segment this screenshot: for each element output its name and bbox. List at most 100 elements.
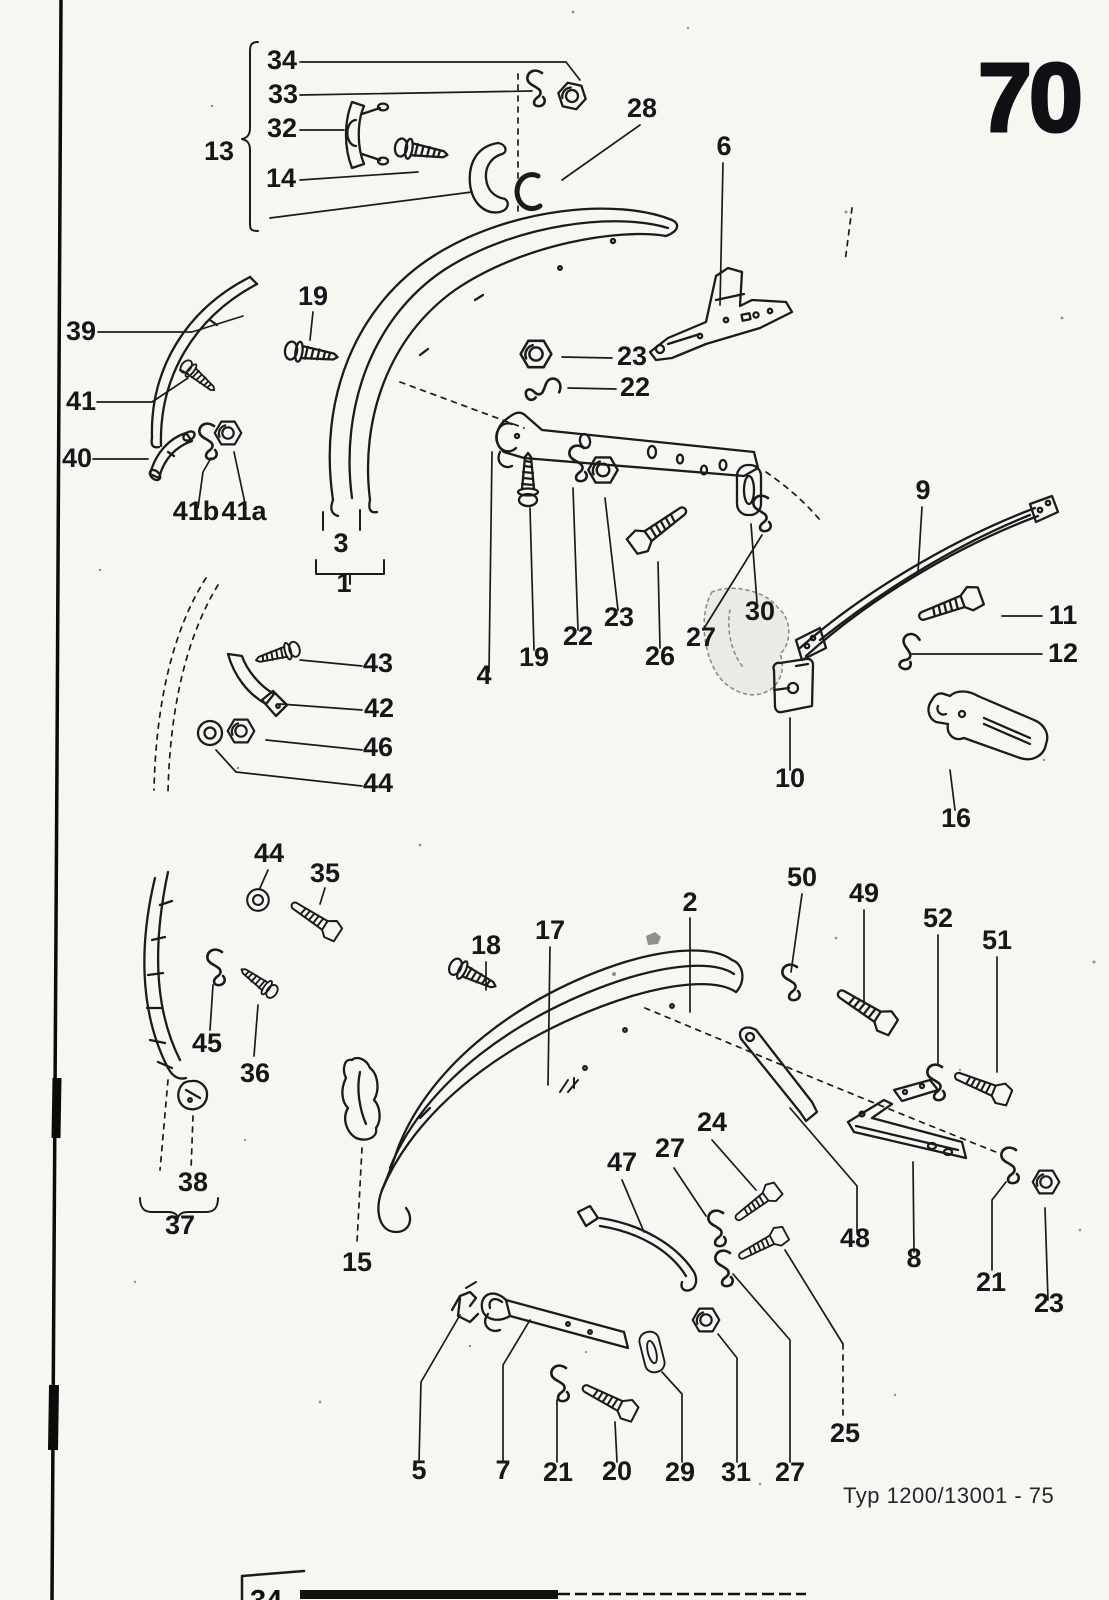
callout-50-43: 50 bbox=[787, 862, 817, 892]
callout-19-18: 19 bbox=[519, 642, 549, 672]
bracket-42 bbox=[226, 652, 289, 718]
next-section-bar bbox=[300, 1590, 806, 1599]
callout-51-46: 51 bbox=[982, 925, 1012, 955]
bracket-7 bbox=[480, 1292, 630, 1350]
hex-nut-34 bbox=[554, 80, 590, 112]
callout-26-21: 26 bbox=[645, 641, 675, 671]
callout-15-39: 15 bbox=[342, 1247, 372, 1277]
callout-14-4: 14 bbox=[266, 163, 296, 193]
callout-10-27: 10 bbox=[775, 763, 805, 793]
s-hook-12 bbox=[891, 630, 925, 673]
clip-28 bbox=[514, 172, 543, 212]
overrider-bow-9 bbox=[794, 494, 1060, 662]
hex-nut-46 bbox=[226, 718, 256, 744]
hex-nut-41a bbox=[213, 420, 243, 446]
end-cap-38 bbox=[177, 1079, 209, 1111]
bumper-blade-top bbox=[328, 207, 679, 518]
callout-13-0: 13 bbox=[204, 136, 234, 166]
brace-group-13 bbox=[241, 41, 259, 232]
hex-nut-23-right bbox=[1031, 1169, 1061, 1195]
footer-model: Typ 1200/1300 bbox=[843, 1483, 995, 1508]
bolt-19-top bbox=[282, 338, 341, 369]
s-hook-45 bbox=[206, 948, 226, 987]
callout-29-58: 29 bbox=[665, 1457, 695, 1487]
rod-47 bbox=[576, 1204, 698, 1292]
s-hook-41b bbox=[198, 422, 218, 461]
screw-14 bbox=[392, 135, 451, 166]
callout-44-32: 44 bbox=[363, 768, 393, 798]
callout-8-51: 8 bbox=[906, 1243, 921, 1273]
callout-2-42: 2 bbox=[682, 887, 697, 917]
callout-33-2: 33 bbox=[268, 79, 298, 109]
bumper-blade-bottom bbox=[377, 949, 744, 1234]
callout-37-38: 37 bbox=[165, 1210, 195, 1240]
callout-19-7: 19 bbox=[298, 281, 328, 311]
callout-47-48: 47 bbox=[607, 1147, 637, 1177]
callout-24-47: 24 bbox=[697, 1107, 727, 1137]
callout-42-30: 42 bbox=[364, 693, 394, 723]
bolt-35 bbox=[285, 894, 345, 944]
next-section-number: 34 bbox=[250, 1585, 282, 1600]
bracket-ticks-3 bbox=[315, 509, 385, 585]
s-hook-27-c bbox=[714, 1249, 734, 1288]
screw-36 bbox=[235, 961, 282, 1002]
callout-28-5: 28 bbox=[627, 93, 657, 123]
rubber-pad-15 bbox=[341, 1056, 381, 1141]
bracket-arm-4 bbox=[495, 411, 760, 478]
callout-35-34: 35 bbox=[310, 858, 340, 888]
callout-20-57: 20 bbox=[602, 1456, 632, 1486]
callout-46-31: 46 bbox=[363, 732, 393, 762]
bracket-34-partial bbox=[240, 1569, 306, 1600]
bolt-11 bbox=[914, 582, 986, 630]
callout-23-53: 23 bbox=[1034, 1288, 1064, 1318]
callout-27-60: 27 bbox=[775, 1457, 805, 1487]
callout-27-49: 27 bbox=[655, 1133, 685, 1163]
callout-23-15: 23 bbox=[617, 341, 647, 371]
callout-31-59: 31 bbox=[721, 1457, 751, 1487]
support-bracket-6 bbox=[648, 266, 794, 362]
clip-5 bbox=[450, 1281, 480, 1324]
callout-34-1: 34 bbox=[267, 45, 297, 75]
callout-12-26: 12 bbox=[1048, 638, 1078, 668]
callout-7-55: 7 bbox=[495, 1455, 510, 1485]
callout-43-29: 43 bbox=[363, 648, 393, 678]
callout-49-44: 49 bbox=[849, 878, 879, 908]
callout-25-61: 25 bbox=[830, 1418, 860, 1448]
molding-strip-37 bbox=[143, 870, 188, 1080]
scan-speckles bbox=[98, 10, 1096, 1486]
s-hook-52 bbox=[926, 1063, 946, 1102]
callout-9-24: 9 bbox=[915, 475, 930, 505]
footer-sheet: 1 - 75 bbox=[995, 1483, 1054, 1508]
s-hook-33 bbox=[526, 69, 546, 108]
callout-38-37: 38 bbox=[178, 1167, 208, 1197]
callout-41b-11: 41b bbox=[173, 496, 220, 526]
callout-44-33: 44 bbox=[254, 838, 284, 868]
callout-17-41: 17 bbox=[535, 915, 565, 945]
s-hook-22-a bbox=[522, 376, 564, 402]
callout-21-52: 21 bbox=[976, 1267, 1006, 1297]
callout-16-28: 16 bbox=[941, 803, 971, 833]
grommet-29 bbox=[636, 1328, 668, 1376]
bolt-26 bbox=[624, 498, 694, 559]
dashed-lines bbox=[153, 73, 997, 1421]
anchor-plate-16 bbox=[927, 690, 1049, 761]
block-bracket-10 bbox=[772, 657, 815, 714]
s-hook-21-bottom bbox=[550, 1364, 570, 1403]
screw-41 bbox=[176, 356, 221, 397]
callout-22-19: 22 bbox=[563, 621, 593, 651]
bracket-8 bbox=[846, 1078, 968, 1160]
callout-18-40: 18 bbox=[471, 930, 501, 960]
callout-45-35: 45 bbox=[192, 1028, 222, 1058]
s-hook-21-right bbox=[1000, 1146, 1020, 1185]
bolt-18 bbox=[445, 954, 501, 996]
brace-37 bbox=[139, 1197, 219, 1219]
callout-48-50: 48 bbox=[840, 1223, 870, 1253]
bolt-49 bbox=[831, 980, 902, 1039]
callout-30-23: 30 bbox=[745, 596, 775, 626]
molding-strip-39 bbox=[150, 275, 259, 449]
callout-23-20: 23 bbox=[604, 602, 634, 632]
callout-11-25: 11 bbox=[1049, 600, 1078, 630]
callout-5-54: 5 bbox=[411, 1455, 426, 1485]
